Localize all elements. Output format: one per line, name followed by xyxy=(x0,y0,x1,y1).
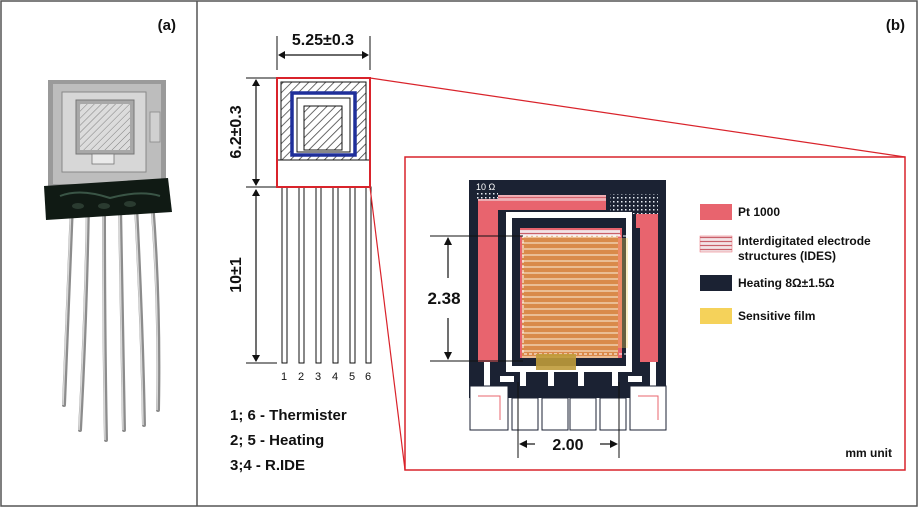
pin-legend-line: 2; 5 - Heating xyxy=(230,432,324,449)
pin-number: 6 xyxy=(365,371,371,383)
lead-dimension: 10±1 xyxy=(228,189,277,364)
sensor-drawing: 1 2 3 4 5 6 xyxy=(276,77,372,383)
panel-b-label: (b) xyxy=(886,17,905,34)
pad-span-label: 2.00 xyxy=(552,437,583,454)
film-height-label: 2.38 xyxy=(427,289,460,308)
pin-number: 2 xyxy=(298,371,304,383)
width-dimension: 5.25±0.3 xyxy=(276,32,371,70)
pin-number: 4 xyxy=(332,371,338,383)
height-dimension: 6.2±0.3 xyxy=(228,77,277,188)
contact-pads xyxy=(469,385,667,431)
film-height-dimension: 2.38 xyxy=(427,235,523,362)
zoom-panel xyxy=(404,156,906,471)
pin-number: 5 xyxy=(349,371,355,383)
pad-span-dimension: 2.00 xyxy=(517,382,620,458)
legend-swatch-film xyxy=(700,308,732,324)
chip-legend: Pt 1000 Interdigitated electrode structu… xyxy=(699,204,871,324)
zoom-callout xyxy=(276,77,906,471)
legend-swatch-ides xyxy=(699,235,733,253)
legend-swatch-heating xyxy=(700,275,732,291)
chip-layout: 10 Ω xyxy=(469,180,667,431)
pin-legend-line: 1; 6 - Thermister xyxy=(230,407,347,424)
photo-leads xyxy=(62,198,161,442)
lead-label: 10±1 xyxy=(228,257,245,293)
legend-label: Sensitive film xyxy=(738,309,815,323)
pin-legend-line: 3;4 - R.IDE xyxy=(230,457,305,474)
legend-swatch-pt1000 xyxy=(700,204,732,220)
pin-numbers: 1 2 3 4 5 6 xyxy=(281,371,371,383)
sensor-photo xyxy=(44,80,172,442)
legend-label: Interdigitated electrode xyxy=(738,234,871,248)
unit-note: mm unit xyxy=(845,446,892,460)
legend-label: Pt 1000 xyxy=(738,205,780,219)
legend-label: structures (IDES) xyxy=(738,249,836,263)
height-label: 6.2±0.3 xyxy=(228,105,245,158)
panel-a-label: (a) xyxy=(158,17,176,34)
pin-number: 3 xyxy=(315,371,321,383)
pin-legend: 1; 6 - Thermister 2; 5 - Heating 3;4 - R… xyxy=(230,407,347,474)
width-label: 5.25±0.3 xyxy=(292,32,354,49)
pins xyxy=(281,186,372,364)
legend-label: Heating 8Ω±1.5Ω xyxy=(738,276,835,290)
pin-number: 1 xyxy=(281,371,287,383)
chip-label: 10 Ω xyxy=(476,182,496,192)
